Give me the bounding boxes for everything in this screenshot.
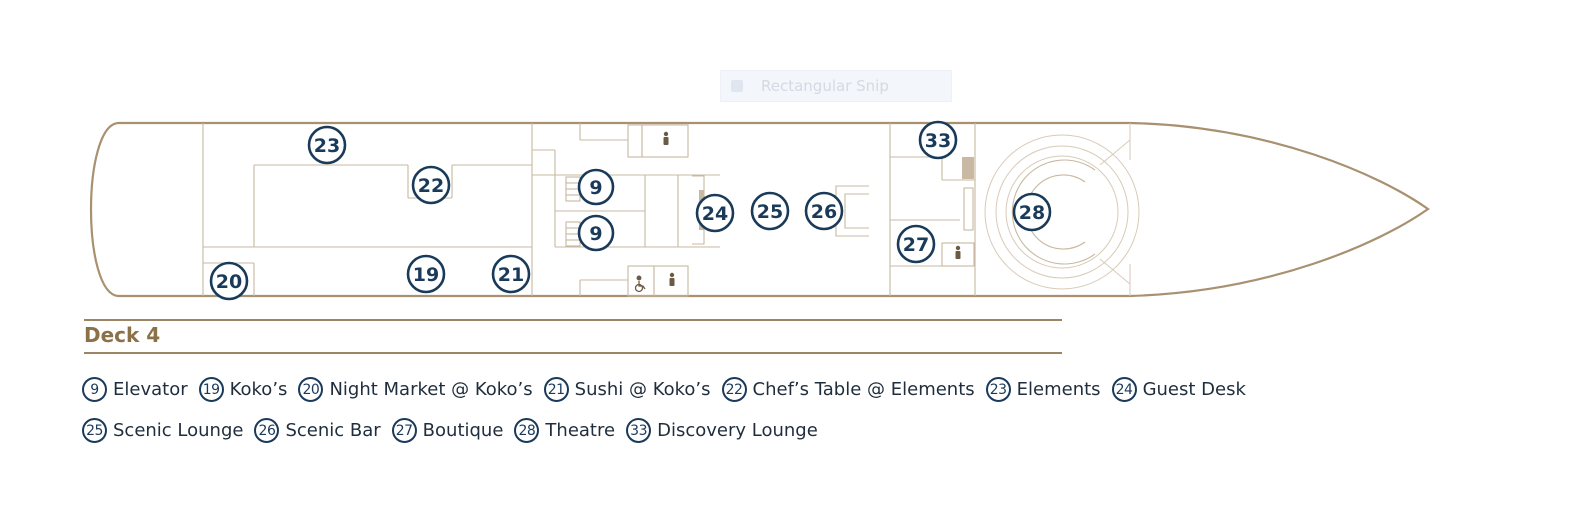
marker-28[interactable]: 28 xyxy=(1012,192,1052,232)
marker-20[interactable]: 20 xyxy=(209,261,249,301)
marker-9-upper[interactable]: 9 xyxy=(577,168,615,206)
legend-badge: 33 xyxy=(626,418,652,443)
deck-title: Deck 4 xyxy=(84,323,161,347)
legend-label: Scenic Bar xyxy=(285,420,381,441)
deck-rule-bottom xyxy=(84,352,1062,354)
legend-badge: 21 xyxy=(543,377,569,402)
legend-label: Guest Desk xyxy=(1142,379,1246,400)
legend-label: Scenic Lounge xyxy=(113,420,244,441)
legend-label: Chef’s Table @ Elements xyxy=(752,379,975,400)
marker-33[interactable]: 33 xyxy=(918,120,958,160)
svg-text:21: 21 xyxy=(498,264,524,286)
marker-23[interactable]: 23 xyxy=(307,125,347,165)
legend-item-26[interactable]: 26 Scenic Bar xyxy=(254,418,381,443)
legend-item-19[interactable]: 19 Koko’s xyxy=(198,377,288,402)
marker-21[interactable]: 21 xyxy=(491,254,531,294)
legend-item-27[interactable]: 27 Boutique xyxy=(391,418,504,443)
snip-icon xyxy=(731,80,743,92)
legend-item-25[interactable]: 25 Scenic Lounge xyxy=(82,418,243,443)
legend-item-22[interactable]: 22 Chef’s Table @ Elements xyxy=(721,377,975,402)
deck-rule-top xyxy=(84,319,1062,321)
marker-27[interactable]: 27 xyxy=(896,224,936,264)
svg-text:19: 19 xyxy=(413,264,439,286)
ship-hull-outline xyxy=(89,121,1430,298)
legend-label: Theatre xyxy=(545,420,616,441)
legend-item-28[interactable]: 28 Theatre xyxy=(514,418,615,443)
legend-item-33[interactable]: 33 Discovery Lounge xyxy=(626,418,818,443)
svg-text:22: 22 xyxy=(418,175,444,197)
restroom-icon-bottom xyxy=(669,272,675,286)
legend-badge: 19 xyxy=(198,377,224,402)
deck-structure xyxy=(202,123,1140,297)
legend-label: Elevator xyxy=(113,379,188,400)
legend-label: Night Market @ Koko’s xyxy=(329,379,533,400)
legend-item-9[interactable]: 9 Elevator xyxy=(82,377,188,402)
marker-22[interactable]: 22 xyxy=(411,165,451,205)
legend-badge: 20 xyxy=(298,377,324,402)
svg-text:28: 28 xyxy=(1019,202,1045,224)
legend-badge: 24 xyxy=(1111,377,1137,402)
svg-text:9: 9 xyxy=(589,177,602,199)
svg-text:33: 33 xyxy=(925,130,951,152)
svg-text:24: 24 xyxy=(702,203,728,225)
wheelchair-icon xyxy=(634,275,646,293)
svg-text:25: 25 xyxy=(757,201,783,223)
legend-label: Discovery Lounge xyxy=(657,420,818,441)
snip-tooltip-label: Rectangular Snip xyxy=(761,77,889,95)
legend-badge: 26 xyxy=(254,418,280,443)
svg-text:9: 9 xyxy=(589,223,602,245)
marker-9-lower[interactable]: 9 xyxy=(577,214,615,252)
svg-text:26: 26 xyxy=(811,201,837,223)
marker-26[interactable]: 26 xyxy=(804,191,844,231)
marker-25[interactable]: 25 xyxy=(750,191,790,231)
snip-tooltip: Rectangular Snip xyxy=(720,70,952,102)
legend-badge: 27 xyxy=(391,418,417,443)
legend-row-1: 9 Elevator 19 Koko’s 20 Night Market @ K… xyxy=(82,377,1257,402)
legend-badge: 22 xyxy=(721,377,747,402)
legend-label: Koko’s xyxy=(229,379,288,400)
marker-24[interactable]: 24 xyxy=(695,193,735,233)
svg-text:20: 20 xyxy=(216,271,242,293)
legend-item-20[interactable]: 20 Night Market @ Koko’s xyxy=(298,377,533,402)
legend-badge: 23 xyxy=(985,377,1011,402)
legend-badge: 28 xyxy=(514,418,540,443)
legend-badge: 9 xyxy=(82,377,107,402)
legend-item-21[interactable]: 21 Sushi @ Koko’s xyxy=(543,377,711,402)
restroom-icon-top xyxy=(663,131,669,145)
legend-item-24[interactable]: 24 Guest Desk xyxy=(1111,377,1246,402)
legend-label: Sushi @ Koko’s xyxy=(574,379,711,400)
legend-row-2: 25 Scenic Lounge 26 Scenic Bar 27 Boutiq… xyxy=(82,418,829,443)
svg-text:23: 23 xyxy=(314,135,340,157)
marker-19[interactable]: 19 xyxy=(406,254,446,294)
svg-text:27: 27 xyxy=(903,234,929,256)
legend-label: Boutique xyxy=(422,420,504,441)
legend-item-23[interactable]: 23 Elements xyxy=(985,377,1101,402)
legend-label: Elements xyxy=(1016,379,1101,400)
legend-badge: 25 xyxy=(82,418,107,443)
restroom-icon-forward xyxy=(955,245,961,259)
